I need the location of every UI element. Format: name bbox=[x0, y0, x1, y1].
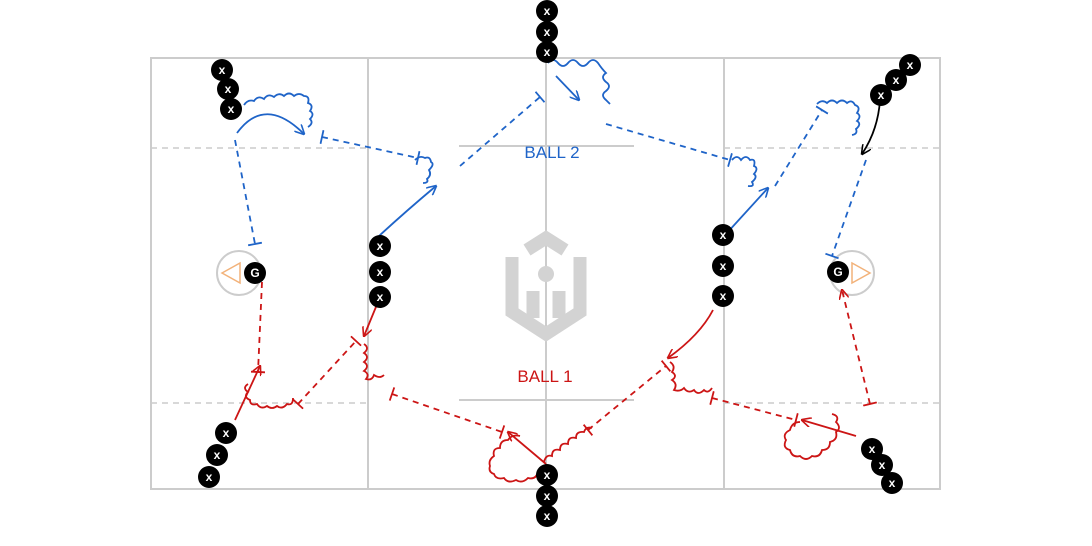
player-token[interactable]: x bbox=[536, 505, 558, 527]
player-token[interactable]: x bbox=[369, 235, 391, 257]
svg-text:x: x bbox=[206, 470, 213, 484]
blue-dodge-top-left bbox=[243, 92, 314, 128]
blue-dodge-wing-left bbox=[414, 155, 434, 184]
goal-left-icon bbox=[220, 261, 241, 285]
red-dodge-bottom-left bbox=[244, 383, 294, 409]
goal-right-icon bbox=[851, 261, 872, 285]
player-token[interactable]: x bbox=[369, 286, 391, 308]
ball-2-movements bbox=[234, 59, 867, 260]
ball-1-movements bbox=[234, 281, 870, 483]
player-token[interactable]: x bbox=[369, 261, 391, 283]
svg-text:x: x bbox=[544, 45, 551, 59]
svg-text:x: x bbox=[720, 228, 727, 242]
svg-text:x: x bbox=[214, 448, 221, 462]
svg-text:x: x bbox=[219, 63, 226, 77]
svg-text:x: x bbox=[377, 290, 384, 304]
red-pass-1 bbox=[250, 281, 266, 374]
black-run-right bbox=[862, 99, 881, 154]
blue-pass-1 bbox=[234, 139, 263, 247]
blue-pass-3 bbox=[459, 91, 546, 167]
blue-pass-6 bbox=[825, 159, 867, 260]
player-token[interactable]: x bbox=[198, 466, 220, 488]
player-token[interactable]: x bbox=[536, 485, 558, 507]
svg-text:x: x bbox=[377, 239, 384, 253]
svg-text:G: G bbox=[250, 266, 259, 280]
blue-dodge-wing-right bbox=[731, 156, 758, 188]
blue-run-top-left bbox=[236, 113, 304, 134]
ball-2-label: BALL 2 bbox=[524, 143, 579, 162]
blue-pass-5 bbox=[774, 105, 829, 187]
player-token[interactable]: x bbox=[217, 78, 239, 100]
svg-text:x: x bbox=[720, 289, 727, 303]
svg-text:x: x bbox=[544, 4, 551, 18]
shield-logo-icon bbox=[505, 230, 587, 342]
svg-text:x: x bbox=[544, 468, 551, 482]
red-run-bottom-right bbox=[802, 420, 857, 437]
player-token[interactable]: x bbox=[712, 255, 734, 277]
svg-text:x: x bbox=[223, 426, 230, 440]
player-token[interactable]: x bbox=[206, 444, 228, 466]
player-token[interactable]: x bbox=[211, 59, 233, 81]
player-token[interactable]: x bbox=[870, 84, 892, 106]
goalie-right-token[interactable]: G bbox=[827, 261, 849, 283]
red-pass-5 bbox=[709, 391, 799, 427]
red-run-center-left bbox=[364, 301, 379, 336]
blue-run-top-center bbox=[555, 75, 579, 100]
red-pass-6 bbox=[842, 290, 870, 404]
blue-dodge-top-center bbox=[547, 59, 611, 105]
blue-run-wing-left bbox=[378, 186, 436, 237]
red-dodge-center-left bbox=[362, 343, 385, 381]
player-token[interactable]: x bbox=[871, 454, 893, 476]
svg-text:x: x bbox=[720, 259, 727, 273]
svg-text:x: x bbox=[907, 58, 914, 72]
player-token[interactable]: x bbox=[536, 41, 558, 63]
svg-text:x: x bbox=[869, 442, 876, 456]
svg-text:x: x bbox=[544, 509, 551, 523]
player-token[interactable]: x bbox=[861, 438, 883, 460]
blue-pass-4 bbox=[605, 123, 733, 167]
red-pass-2 bbox=[292, 335, 362, 410]
player-token[interactable]: x bbox=[215, 422, 237, 444]
svg-text:x: x bbox=[377, 265, 384, 279]
svg-text:x: x bbox=[544, 489, 551, 503]
red-run-bottom-center bbox=[508, 432, 547, 465]
players: x x x x x x x x x x x x x x x x x x x x … bbox=[198, 0, 921, 527]
player-token[interactable]: x bbox=[899, 54, 921, 76]
player-token[interactable]: x bbox=[881, 472, 903, 494]
red-dodge-center-right bbox=[669, 361, 713, 394]
player-token[interactable]: x bbox=[885, 69, 907, 91]
red-dodge-bottom-right bbox=[783, 413, 840, 460]
player-token[interactable]: x bbox=[712, 224, 734, 246]
player-token[interactable]: x bbox=[536, 464, 558, 486]
svg-text:x: x bbox=[889, 476, 896, 490]
player-token[interactable]: x bbox=[536, 21, 558, 43]
red-pass-3 bbox=[388, 387, 506, 439]
player-token[interactable]: x bbox=[220, 98, 242, 120]
svg-text:G: G bbox=[833, 265, 842, 279]
ball-1-label: BALL 1 bbox=[517, 367, 572, 386]
svg-text:x: x bbox=[893, 73, 900, 87]
goalie-left-token[interactable]: G bbox=[244, 262, 266, 284]
red-run-center-right bbox=[668, 309, 714, 358]
player-token[interactable]: x bbox=[712, 285, 734, 307]
svg-text:x: x bbox=[228, 102, 235, 116]
svg-text:x: x bbox=[225, 82, 232, 96]
svg-text:x: x bbox=[544, 25, 551, 39]
svg-text:x: x bbox=[879, 458, 886, 472]
player-token[interactable]: x bbox=[536, 0, 558, 22]
blue-run-wing-right bbox=[725, 188, 768, 235]
blue-dodge-top-right bbox=[816, 99, 861, 136]
blue-pass-2 bbox=[319, 129, 421, 166]
red-pass-4 bbox=[582, 360, 672, 436]
svg-text:x: x bbox=[878, 88, 885, 102]
